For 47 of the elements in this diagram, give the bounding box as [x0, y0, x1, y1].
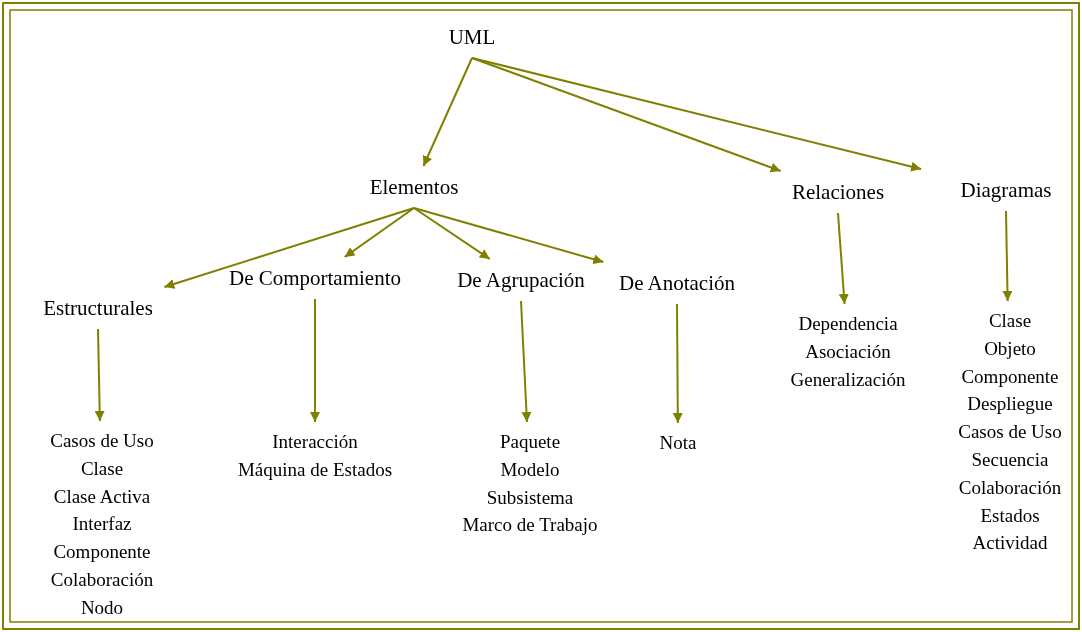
category-label: Relaciones: [790, 179, 886, 206]
item-label: Asociación: [804, 339, 892, 364]
arrow: [837, 212, 849, 305]
item-label: Casos de Uso: [957, 420, 1063, 445]
arrow: [520, 300, 532, 423]
item-label: Interacción: [271, 430, 359, 454]
item-label: Colaboración: [957, 475, 1063, 500]
arrow: [422, 57, 473, 167]
item-label: Componente: [960, 364, 1060, 389]
arrow: [672, 303, 683, 424]
item-label: Nota: [658, 431, 698, 455]
category-label: Estructurales: [42, 295, 154, 322]
item-label: Clase Activa: [52, 484, 152, 509]
item-label: Máquina de Estados: [236, 457, 394, 482]
item-label: Despliegue: [966, 392, 1054, 417]
category-label: UML: [447, 24, 497, 51]
arrow: [471, 57, 782, 173]
arrow: [471, 57, 923, 172]
category-label: Diagramas: [959, 177, 1053, 204]
item-label: Clase: [79, 456, 125, 481]
category-label: Elementos: [368, 174, 460, 201]
item-label: Modelo: [499, 457, 561, 482]
item-label: Dependencia: [797, 312, 899, 336]
arrow: [163, 207, 415, 289]
item-label: Marco de Trabajo: [461, 513, 599, 538]
arrow: [1002, 210, 1013, 302]
item-label: Generalización: [789, 367, 907, 392]
item-label: Estados: [979, 503, 1041, 528]
item-label: Clase: [987, 309, 1033, 333]
category-label: De Agrupación: [456, 267, 586, 294]
item-label: Objeto: [983, 336, 1037, 361]
item-label: Secuencia: [970, 448, 1050, 472]
arrow: [343, 207, 415, 258]
item-label: Casos de Uso: [49, 429, 155, 453]
arrow: [310, 298, 320, 423]
item-label: Nodo: [79, 595, 125, 620]
item-label: Interfaz: [71, 512, 133, 537]
item-label: Colaboración: [49, 568, 155, 592]
item-label: Componente: [52, 540, 152, 565]
arrow: [413, 207, 605, 265]
item-label: Subsistema: [485, 485, 575, 510]
item-label: Actividad: [971, 531, 1049, 556]
item-label: Paquete: [498, 430, 562, 454]
arrow: [413, 207, 491, 260]
arrow: [94, 328, 105, 422]
category-label: De Comportamiento: [227, 265, 403, 292]
category-label: De Anotación: [617, 270, 737, 297]
